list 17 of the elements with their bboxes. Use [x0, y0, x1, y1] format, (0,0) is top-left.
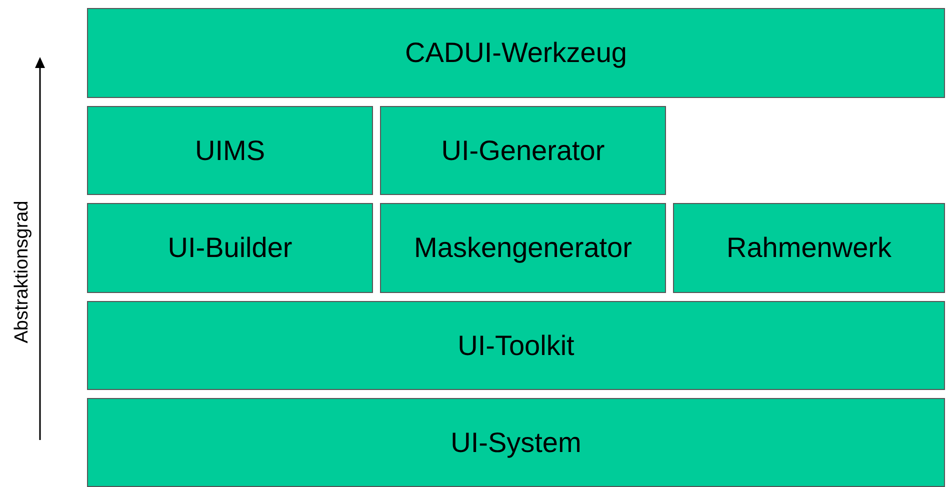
- layer-box: [87, 301, 945, 390]
- axis-label: Abstraktionsgrad: [10, 200, 33, 344]
- layer-box: [380, 203, 666, 293]
- layer-box: [87, 398, 945, 487]
- layer-label: UI-Generator: [441, 134, 605, 166]
- layer-label: UI-System: [450, 426, 582, 458]
- layer-box: [87, 8, 945, 98]
- layer-box: [673, 203, 945, 293]
- layer-label: UI-Builder: [168, 232, 292, 264]
- layer-box: [380, 106, 666, 195]
- layer-label: UIMS: [195, 134, 265, 166]
- layer-label: CADUI-Werkzeug: [405, 37, 627, 69]
- layer-label: Maskengenerator: [414, 232, 632, 264]
- layer-box: [87, 106, 373, 195]
- layer-box: [87, 203, 373, 293]
- layer-label: Rahmenwerk: [726, 232, 892, 264]
- layer-label: UI-Toolkit: [458, 330, 574, 362]
